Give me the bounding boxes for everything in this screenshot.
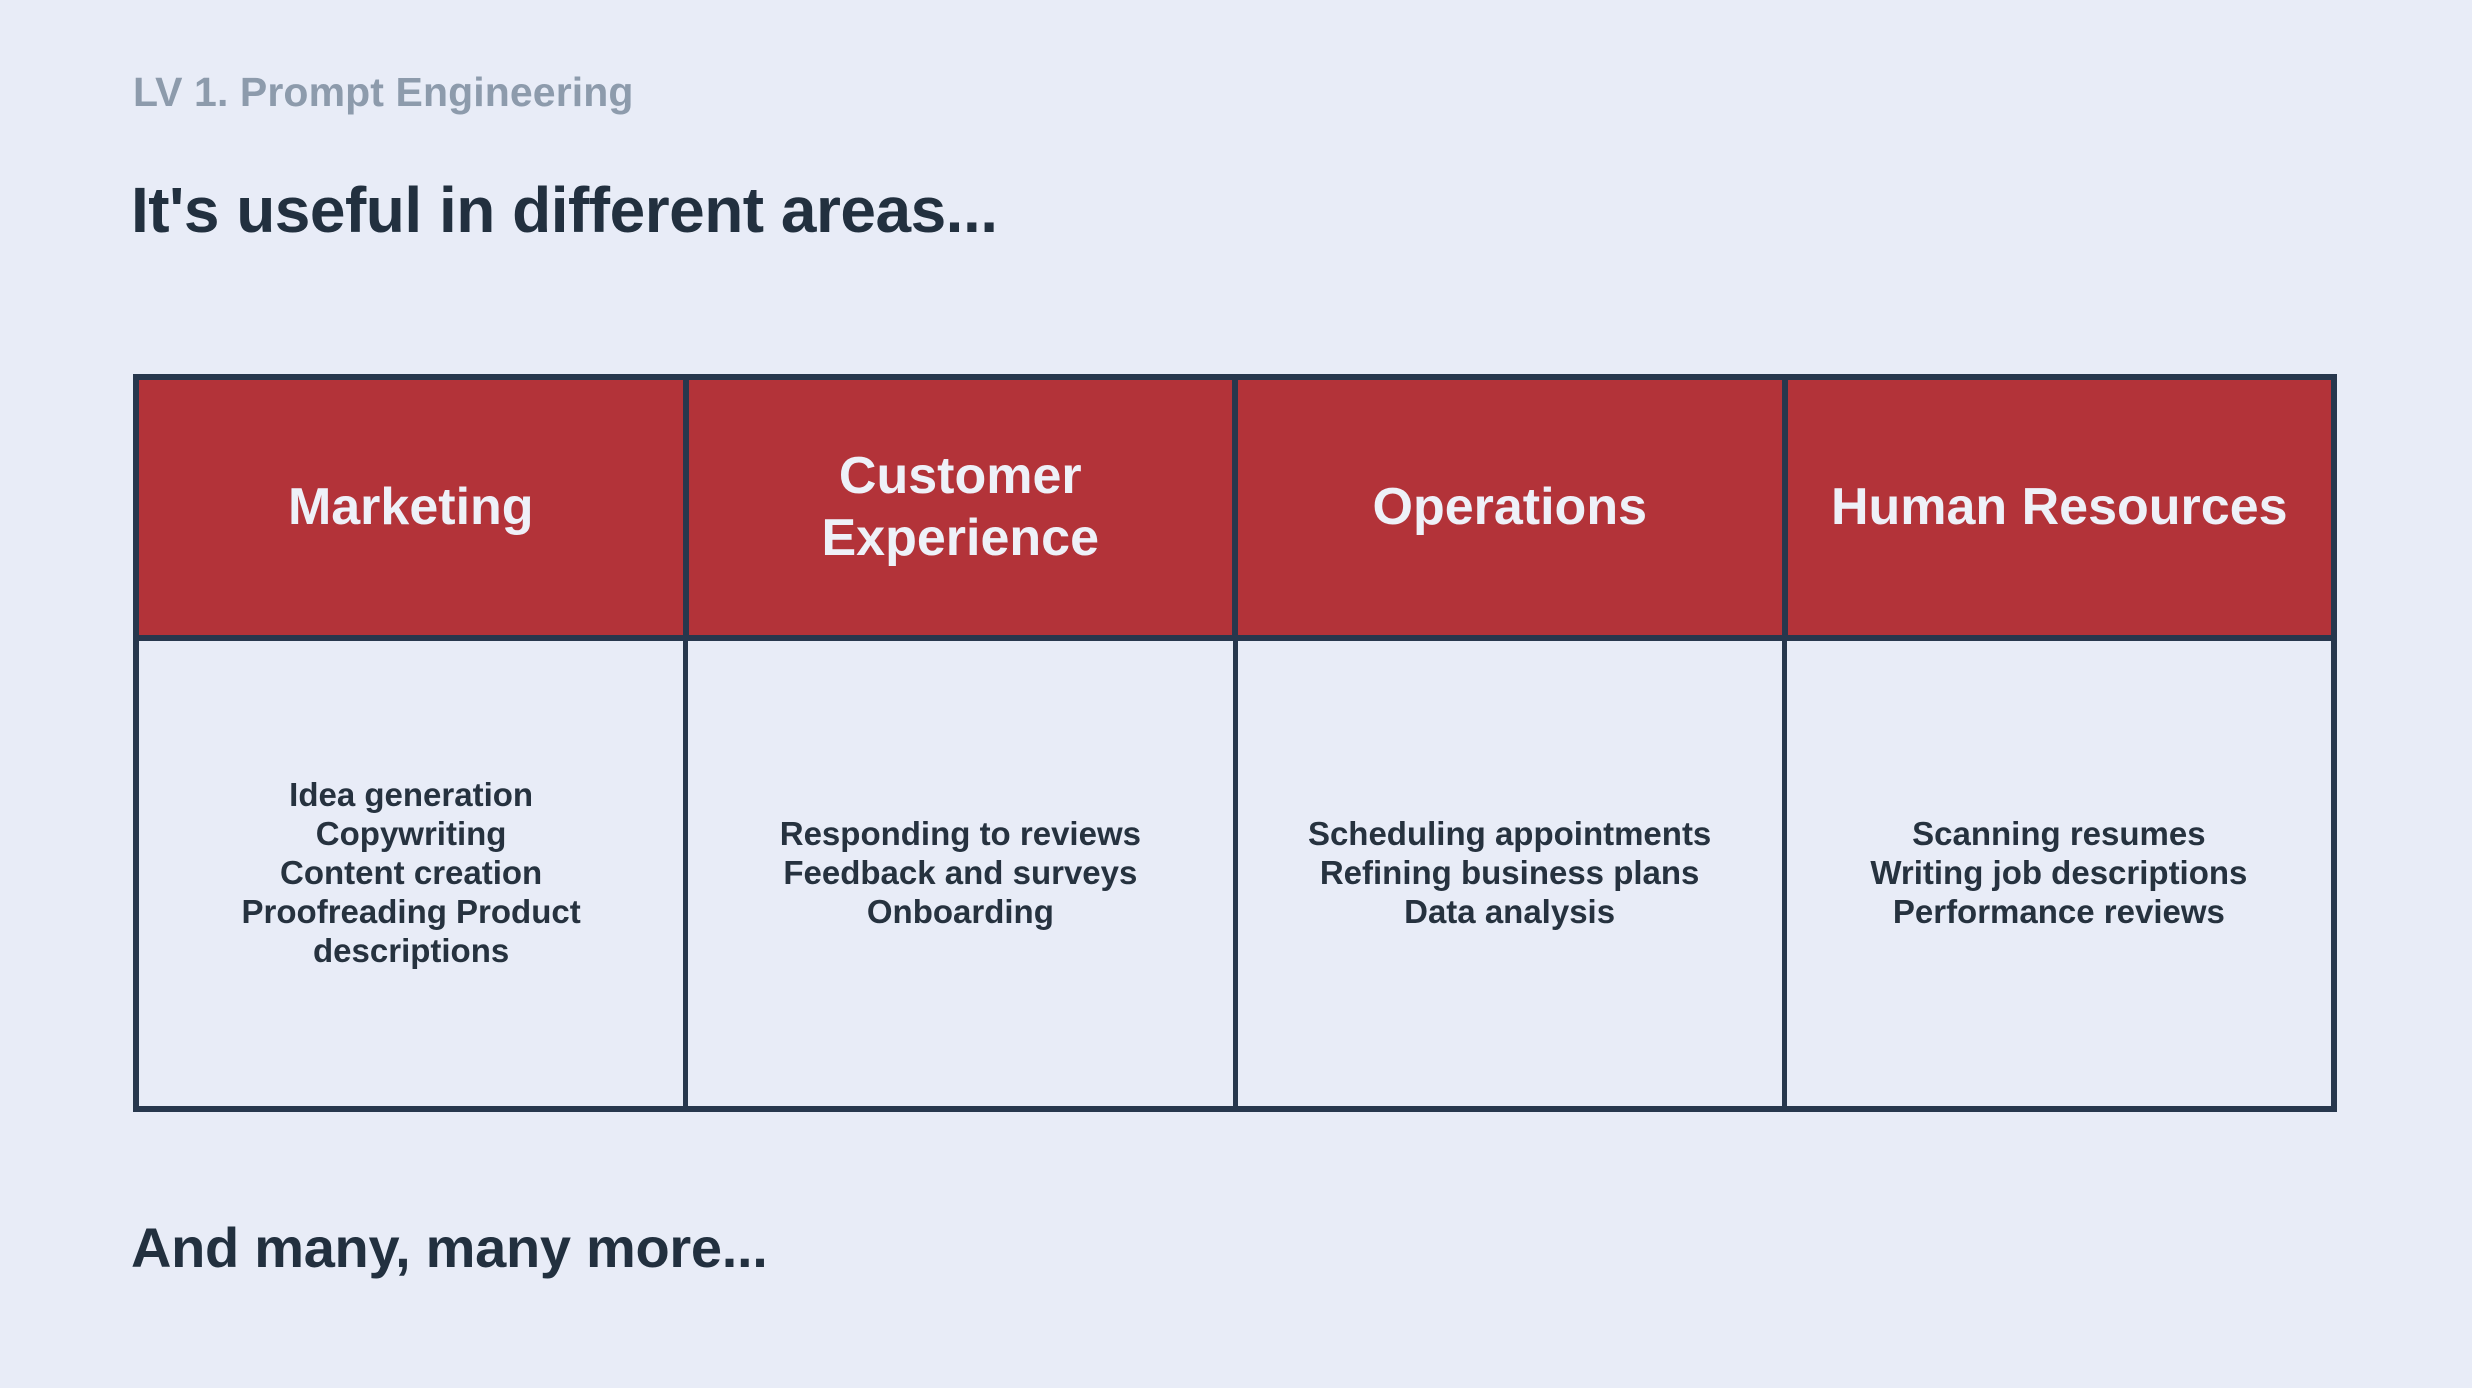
slide-footnote: And many, many more... [131, 1216, 768, 1279]
matrix-header-row: Marketing Customer Experience Operations… [139, 380, 2331, 641]
slide-headline: It's useful in different areas... [131, 174, 998, 246]
matrix-cell-marketing-items: Idea generation Copywriting Content crea… [241, 776, 581, 969]
matrix-header-operations: Operations [1238, 380, 1788, 635]
matrix-header-customer-experience: Customer Experience [688, 380, 1238, 635]
slide-eyebrow-label: LV 1. Prompt Engineering [133, 69, 634, 115]
matrix-cell-human-resources-items: Scanning resumes Writing job description… [1870, 815, 2248, 930]
matrix-header-human-resources: Human Resources [1787, 380, 2331, 635]
matrix-cell-operations: Scheduling appointments Refining busines… [1238, 641, 1787, 1106]
matrix-cell-customer-experience: Responding to reviews Feedback and surve… [688, 641, 1238, 1106]
use-case-matrix: Marketing Customer Experience Operations… [133, 374, 2337, 1112]
matrix-body-row: Idea generation Copywriting Content crea… [139, 641, 2331, 1106]
matrix-cell-operations-items: Scheduling appointments Refining busines… [1307, 815, 1712, 930]
matrix-cell-marketing: Idea generation Copywriting Content crea… [139, 641, 689, 1106]
matrix-cell-customer-experience-items: Responding to reviews Feedback and surve… [779, 815, 1141, 930]
matrix-cell-human-resources: Scanning resumes Writing job description… [1787, 641, 2331, 1106]
matrix-header-marketing: Marketing [139, 380, 689, 635]
